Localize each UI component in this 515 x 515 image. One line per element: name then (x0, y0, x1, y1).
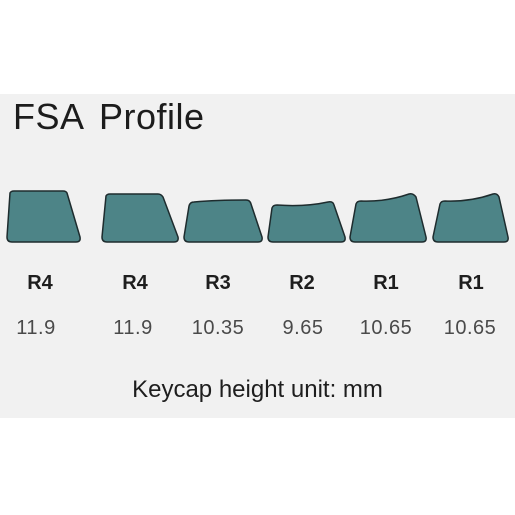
unit-caption: Keycap height unit: mm (132, 376, 383, 403)
height-value: 11.9 (16, 317, 56, 339)
keycap-shape-r1-1 (349, 193, 427, 243)
keycap-shape-r4-1 (6, 190, 81, 243)
height-value: 10.65 (359, 317, 413, 339)
row-label: R1 (458, 272, 484, 294)
height-value: 10.35 (191, 317, 245, 339)
keycap-shape-r4-2 (101, 193, 179, 243)
height-value: 9.65 (282, 317, 324, 339)
row-label: R3 (205, 272, 231, 294)
keycap-shape-r1-2 (432, 193, 509, 243)
keycap-profiles (0, 180, 515, 250)
row-label: R2 (289, 272, 315, 294)
keycap-shape-r2 (267, 201, 346, 243)
page-title: FSA Profile (13, 96, 205, 137)
keycap-shapes (6, 190, 509, 243)
row-label: R1 (373, 272, 399, 294)
height-value: 11.9 (113, 317, 153, 339)
height-value: 10.65 (443, 317, 497, 339)
row-label: R4 (27, 272, 53, 294)
keycap-shape-r3 (183, 199, 263, 243)
background-panel (0, 94, 515, 418)
row-label: R4 (122, 272, 148, 294)
